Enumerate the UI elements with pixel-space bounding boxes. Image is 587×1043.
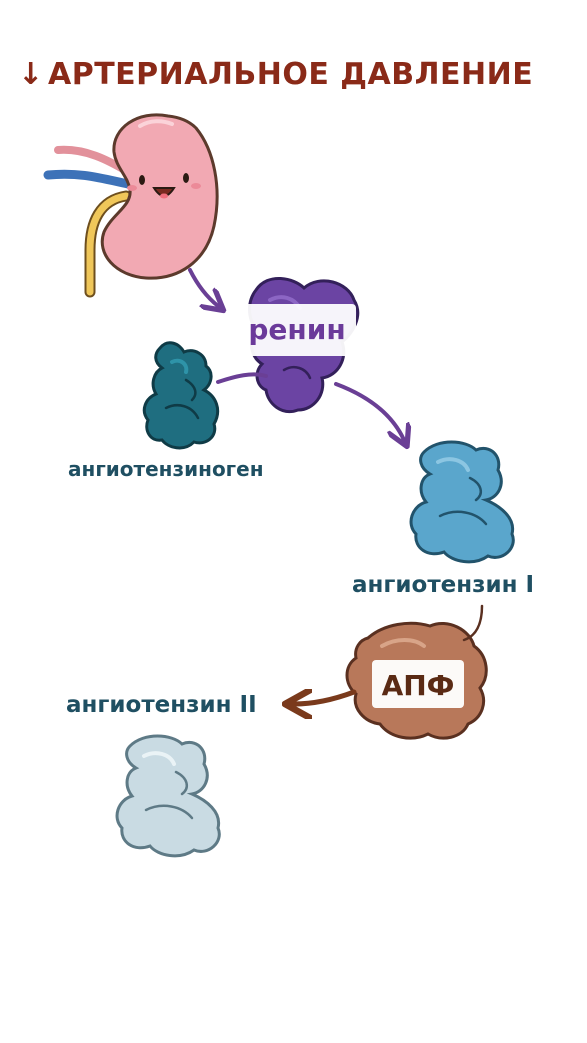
angiotensin-1-protein-icon — [409, 440, 515, 564]
arrow-kidney-to-renin — [188, 268, 218, 306]
angiotensin-2-protein-icon — [115, 734, 221, 858]
renin-label: ренин — [248, 313, 345, 346]
title: ↓ АРТЕРИАЛЬНОЕ ДАВЛЕНИЕ — [18, 57, 533, 92]
ace-label: АПФ — [382, 669, 455, 702]
angiotensinogen-label: ангиотензиноген — [68, 457, 264, 481]
ace-label-box: АПФ — [372, 660, 464, 708]
angiotensin-2-label: ангиотензин II — [66, 692, 257, 718]
renin-label-box: ренин — [238, 304, 356, 356]
title-down-arrow: ↓ — [18, 57, 44, 92]
kidney-icon — [43, 113, 219, 298]
angiotensin-1-label: ангиотензин I — [352, 572, 534, 598]
angiotensinogen-protein-icon — [142, 341, 220, 450]
connector-angiotensinogen-to-renin — [216, 372, 268, 384]
arrow-renin-to-angiotensin-1 — [334, 382, 404, 440]
arrow-ace-to-angiotensin-2 — [294, 692, 357, 704]
title-text: АРТЕРИАЛЬНОЕ ДАВЛЕНИЕ — [48, 57, 533, 92]
